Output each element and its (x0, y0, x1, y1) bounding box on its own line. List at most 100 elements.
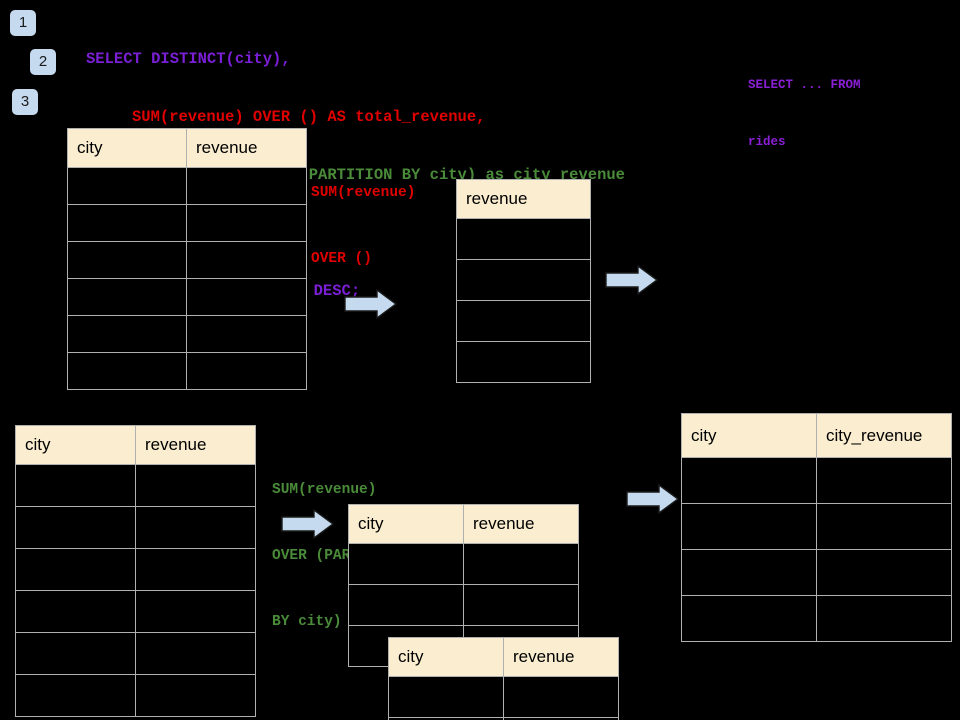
table-row (681, 595, 952, 642)
result-table: city city_revenue (681, 413, 952, 642)
table-row (348, 543, 579, 585)
table-row (15, 632, 256, 675)
cell-city (15, 548, 136, 591)
arrow-right-icon (344, 288, 398, 320)
arrow-right-icon (605, 264, 659, 296)
cell-city (15, 674, 136, 717)
column-header-revenue: revenue (135, 425, 256, 465)
cell-revenue (456, 259, 591, 301)
column-header-city: city (67, 128, 187, 168)
table-row (681, 503, 952, 550)
annotation-sum-over-partition-line3: BY city) (272, 614, 342, 630)
cell-city (15, 464, 136, 507)
cell-revenue (503, 676, 619, 718)
cell-city (67, 352, 187, 390)
step-badge-3: 3 (12, 89, 38, 115)
table-row (456, 341, 591, 383)
cell-revenue (456, 300, 591, 342)
table-row (67, 241, 307, 279)
rides-source-table-top: city revenue (67, 128, 307, 390)
cell-revenue (463, 584, 579, 626)
cell-revenue (135, 548, 256, 591)
table-row (388, 717, 619, 720)
cell-revenue (503, 717, 619, 720)
table-row (348, 584, 579, 626)
cell-city (681, 549, 817, 596)
annotation-sum-over-partition-line1: SUM(revenue) (272, 482, 377, 498)
cell-city (15, 590, 136, 633)
cell-revenue (186, 167, 307, 205)
total-revenue-table: revenue (456, 179, 591, 383)
cell-city (67, 241, 187, 279)
sql-line-select: SELECT DISTINCT(city), (86, 50, 291, 68)
table-header-row: city city_revenue (681, 413, 952, 458)
table-row (15, 464, 256, 507)
table-header-row: city revenue (15, 425, 256, 465)
cell-city (67, 315, 187, 353)
column-header-revenue: revenue (503, 637, 619, 677)
cell-city (15, 632, 136, 675)
step-badge-2: 2 (30, 49, 56, 75)
annotation-select-from: SELECT ... FROM rides (748, 38, 861, 190)
sql-line-total-revenue: SUM(revenue) OVER () AS total_revenue, (132, 108, 486, 126)
table-row (67, 278, 307, 316)
table-row (456, 300, 591, 342)
cell-revenue (456, 341, 591, 383)
table-row (456, 259, 591, 301)
table-row (15, 548, 256, 591)
arrow-right-icon (281, 508, 335, 540)
rides-source-table-bottom: city revenue (15, 425, 256, 717)
table-row (67, 352, 307, 390)
annotation-sum-over-empty: SUM(revenue) OVER () (311, 138, 415, 314)
cell-city (388, 676, 504, 718)
column-header-revenue: revenue (186, 128, 307, 168)
table-header-row: city revenue (388, 637, 619, 677)
table-row (456, 218, 591, 260)
column-header-city: city (348, 504, 464, 544)
table-header-row: city revenue (348, 504, 579, 544)
partition-group-table-front: city revenue (388, 637, 619, 720)
cell-revenue (463, 543, 579, 585)
table-header-row: revenue (456, 179, 591, 219)
table-row (15, 674, 256, 717)
column-header-revenue: revenue (456, 179, 591, 219)
table-row (67, 315, 307, 353)
cell-city (681, 503, 817, 550)
annotation-select-from-line1: SELECT ... FROM (748, 78, 861, 92)
cell-revenue (135, 506, 256, 549)
cell-revenue (135, 464, 256, 507)
table-row (388, 676, 619, 718)
cell-city (681, 595, 817, 642)
annotation-sum-over-partition: SUM(revenue) OVER (PARTITION BY city) (272, 435, 403, 677)
cell-revenue (186, 204, 307, 242)
cell-revenue (456, 218, 591, 260)
arrow-right-icon (626, 483, 680, 515)
column-header-city: city (388, 637, 504, 677)
cell-revenue (186, 278, 307, 316)
cell-city (348, 543, 464, 585)
cell-city-revenue (816, 503, 952, 550)
column-header-city: city (15, 425, 136, 465)
annotation-sum-over-empty-line1: SUM(revenue) (311, 185, 416, 201)
table-header-row: city revenue (67, 128, 307, 168)
table-row (15, 590, 256, 633)
column-header-revenue: revenue (463, 504, 579, 544)
table-row (15, 506, 256, 549)
cell-revenue (135, 674, 256, 717)
annotation-sum-over-empty-line2: OVER () (311, 251, 372, 267)
cell-revenue (186, 352, 307, 390)
table-row (67, 204, 307, 242)
cell-city (67, 204, 187, 242)
cell-revenue (135, 590, 256, 633)
cell-city-revenue (816, 549, 952, 596)
annotation-select-from-line2: rides (748, 135, 786, 149)
column-header-city-revenue: city_revenue (816, 413, 952, 458)
cell-revenue (186, 315, 307, 353)
cell-city (681, 457, 817, 504)
cell-city (67, 167, 187, 205)
cell-city (15, 506, 136, 549)
cell-city (67, 278, 187, 316)
table-row (681, 457, 952, 504)
table-row (67, 167, 307, 205)
